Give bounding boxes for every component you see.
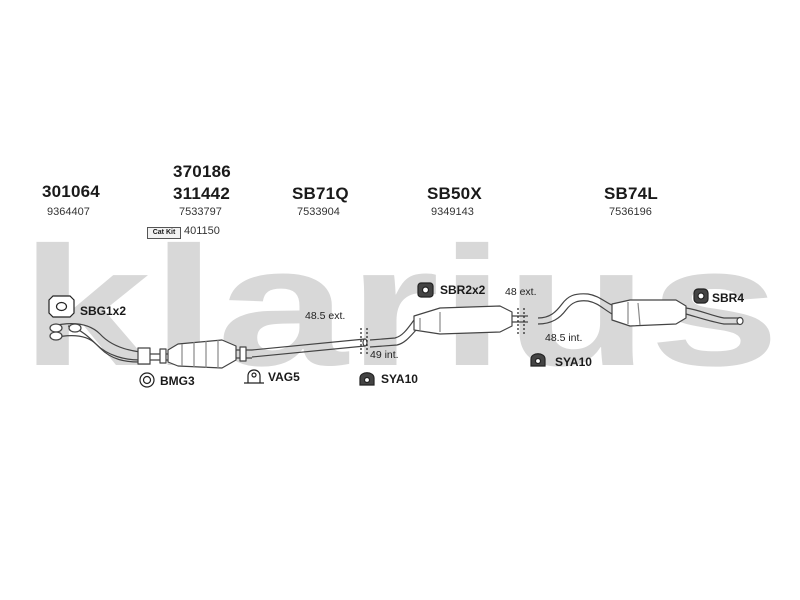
intermediate-pipe-SB71Q[interactable]	[251, 338, 368, 358]
mounting-rubber-icon-2[interactable]	[530, 353, 546, 367]
cat-kit-badge: Cat Kit	[147, 227, 181, 239]
reference-number: 9364407	[47, 206, 90, 218]
fitting-label-sbr4[interactable]: SBR4	[712, 291, 745, 305]
part-number-SB74L[interactable]: SB74L	[604, 184, 658, 203]
fitting-label-sya10[interactable]: SYA10	[381, 372, 418, 386]
clamp-icon[interactable]	[244, 369, 264, 384]
fitting-label-sbr2x2[interactable]: SBR2x2	[440, 283, 486, 297]
reference-number: 7533904	[297, 206, 340, 218]
part-number-311442[interactable]: 311442	[173, 184, 230, 203]
cat-kit-reference: 401150	[184, 225, 220, 237]
reference-number: 9349143	[431, 206, 474, 218]
reference-number: 7533797	[179, 206, 222, 218]
measurement-label: 49 int.	[370, 349, 399, 361]
gasket-icon[interactable]	[48, 295, 75, 318]
measurement-label: 48.5 ext.	[305, 310, 346, 322]
part-number-370186[interactable]: 370186	[173, 162, 231, 181]
fitting-label-sbg1x2[interactable]: SBG1x2	[80, 304, 127, 318]
front-pipe-301064[interactable]	[49, 323, 151, 365]
fitting-label-sya10[interactable]: SYA10	[555, 355, 592, 369]
reference-number: 7536196	[609, 206, 652, 218]
measurement-label: 48 ext.	[505, 286, 537, 298]
seal-ring-icon[interactable]	[139, 372, 155, 388]
part-number-SB71Q[interactable]: SB71Q	[292, 184, 349, 203]
measurement-label: 48.5 int.	[545, 332, 583, 344]
part-number-301064[interactable]: 301064	[42, 182, 100, 201]
fitting-label-vag5[interactable]: VAG5	[268, 370, 300, 384]
catalytic-converter-311442[interactable]	[150, 339, 252, 369]
part-number-SB50X[interactable]: SB50X	[427, 184, 482, 203]
rear-silencer-SB74L[interactable]	[537, 293, 744, 327]
centre-silencer-SB50X[interactable]	[369, 305, 528, 348]
fitting-label-bmg3[interactable]: BMG3	[160, 374, 195, 388]
mounting-rubber-icon-1[interactable]	[359, 372, 375, 386]
joint-markers	[360, 308, 525, 356]
rubber-hanger-icon-1[interactable]	[417, 282, 434, 298]
rubber-hanger-icon-2[interactable]	[693, 288, 709, 304]
